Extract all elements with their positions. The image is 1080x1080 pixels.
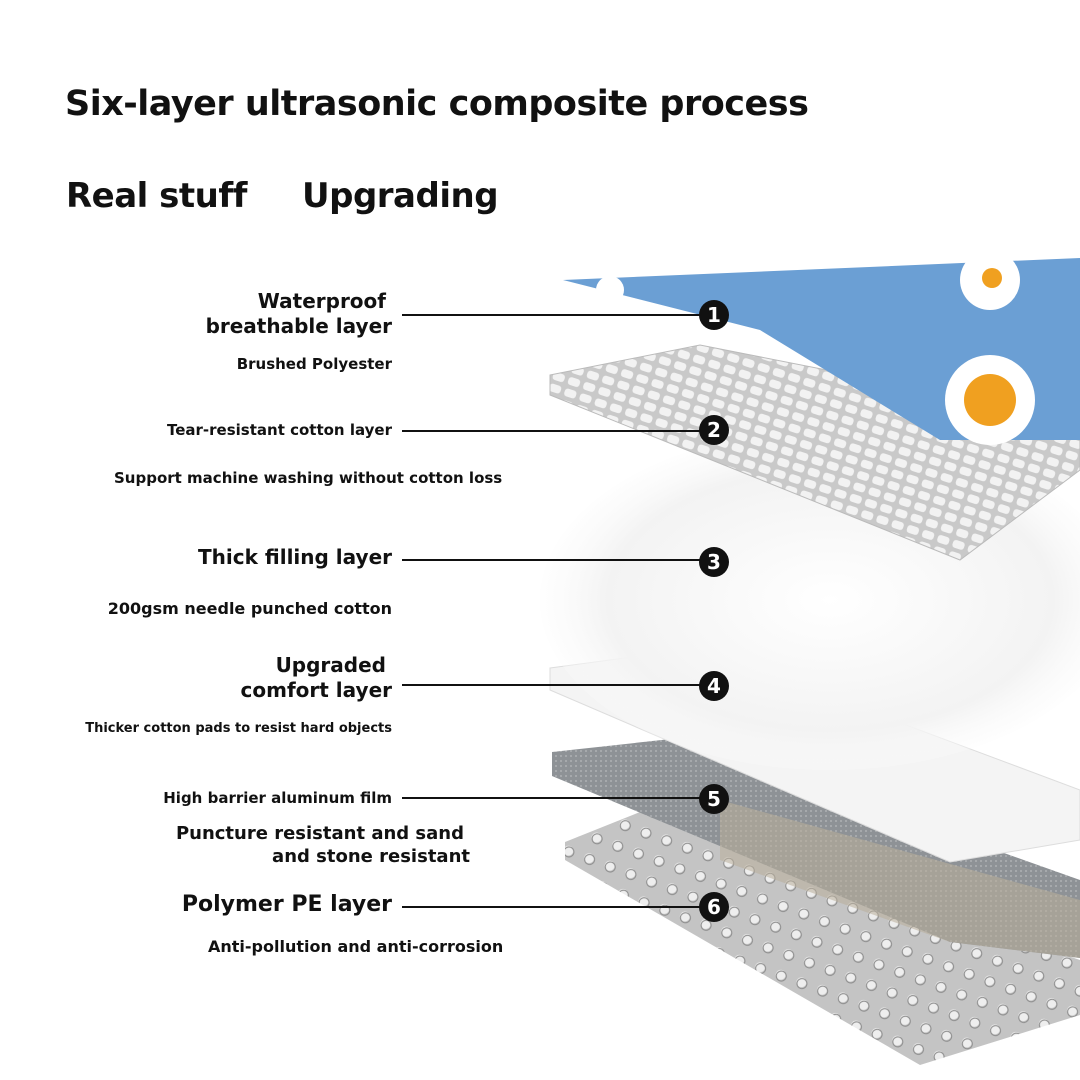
subtitle-upgrading: Upgrading xyxy=(302,176,499,216)
leader-line-1 xyxy=(402,314,702,316)
layer-3-description: 200gsm needle punched cotton xyxy=(107,599,392,618)
leader-line-2 xyxy=(402,430,702,432)
layer-3-name: Thick filling layer xyxy=(198,545,392,569)
subtitle-real-stuff: Real stuff xyxy=(66,176,247,216)
layer-6-description: Anti-pollution and anti-corrosion xyxy=(208,937,504,956)
page-title: Six-layer ultrasonic composite process xyxy=(65,84,809,124)
layer-1-description: Brushed Polyester xyxy=(236,355,392,373)
layer-5-description-line2: and stone resistant xyxy=(272,846,470,868)
layer-2-description: Support machine washing without cotton l… xyxy=(114,469,503,487)
layer-4-name: Upgraded comfort layer xyxy=(241,653,392,703)
layer-1-name-line2: breathable layer xyxy=(205,314,392,338)
layer-5-edge xyxy=(720,800,1080,958)
layer-4-name-line2: comfort layer xyxy=(240,678,392,702)
leader-line-3 xyxy=(402,559,702,561)
layer-6-pe xyxy=(565,812,1080,1065)
daisy-icon xyxy=(596,250,1035,445)
leader-line-6 xyxy=(402,906,702,908)
layer-3-badge: 3 xyxy=(699,547,729,577)
layer-1-name: Waterproof breathable layer xyxy=(206,289,392,339)
layer-6-name: Polymer PE layer xyxy=(181,892,392,917)
layer-5-name: High barrier aluminum film xyxy=(163,789,392,807)
layer-5-description: Puncture resistant and sand and stone re… xyxy=(176,822,470,869)
layer-4-badge: 4 xyxy=(699,671,729,701)
layer-2-name: Tear-resistant cotton layer xyxy=(167,421,392,439)
layer-1-name-line1: Waterproof xyxy=(257,289,386,313)
layer-5-description-line1: Puncture resistant and sand xyxy=(175,823,464,844)
layer-5-badge: 5 xyxy=(699,784,729,814)
leader-line-4 xyxy=(402,684,702,686)
layer-4-description: Thicker cotton pads to resist hard objec… xyxy=(85,721,392,736)
leader-line-5 xyxy=(402,797,702,799)
layer-1-badge: 1 xyxy=(699,300,729,330)
layer-2-badge: 2 xyxy=(699,415,729,445)
layer-6-badge: 6 xyxy=(699,892,729,922)
layer-4-name-line1: Upgraded xyxy=(275,653,386,677)
